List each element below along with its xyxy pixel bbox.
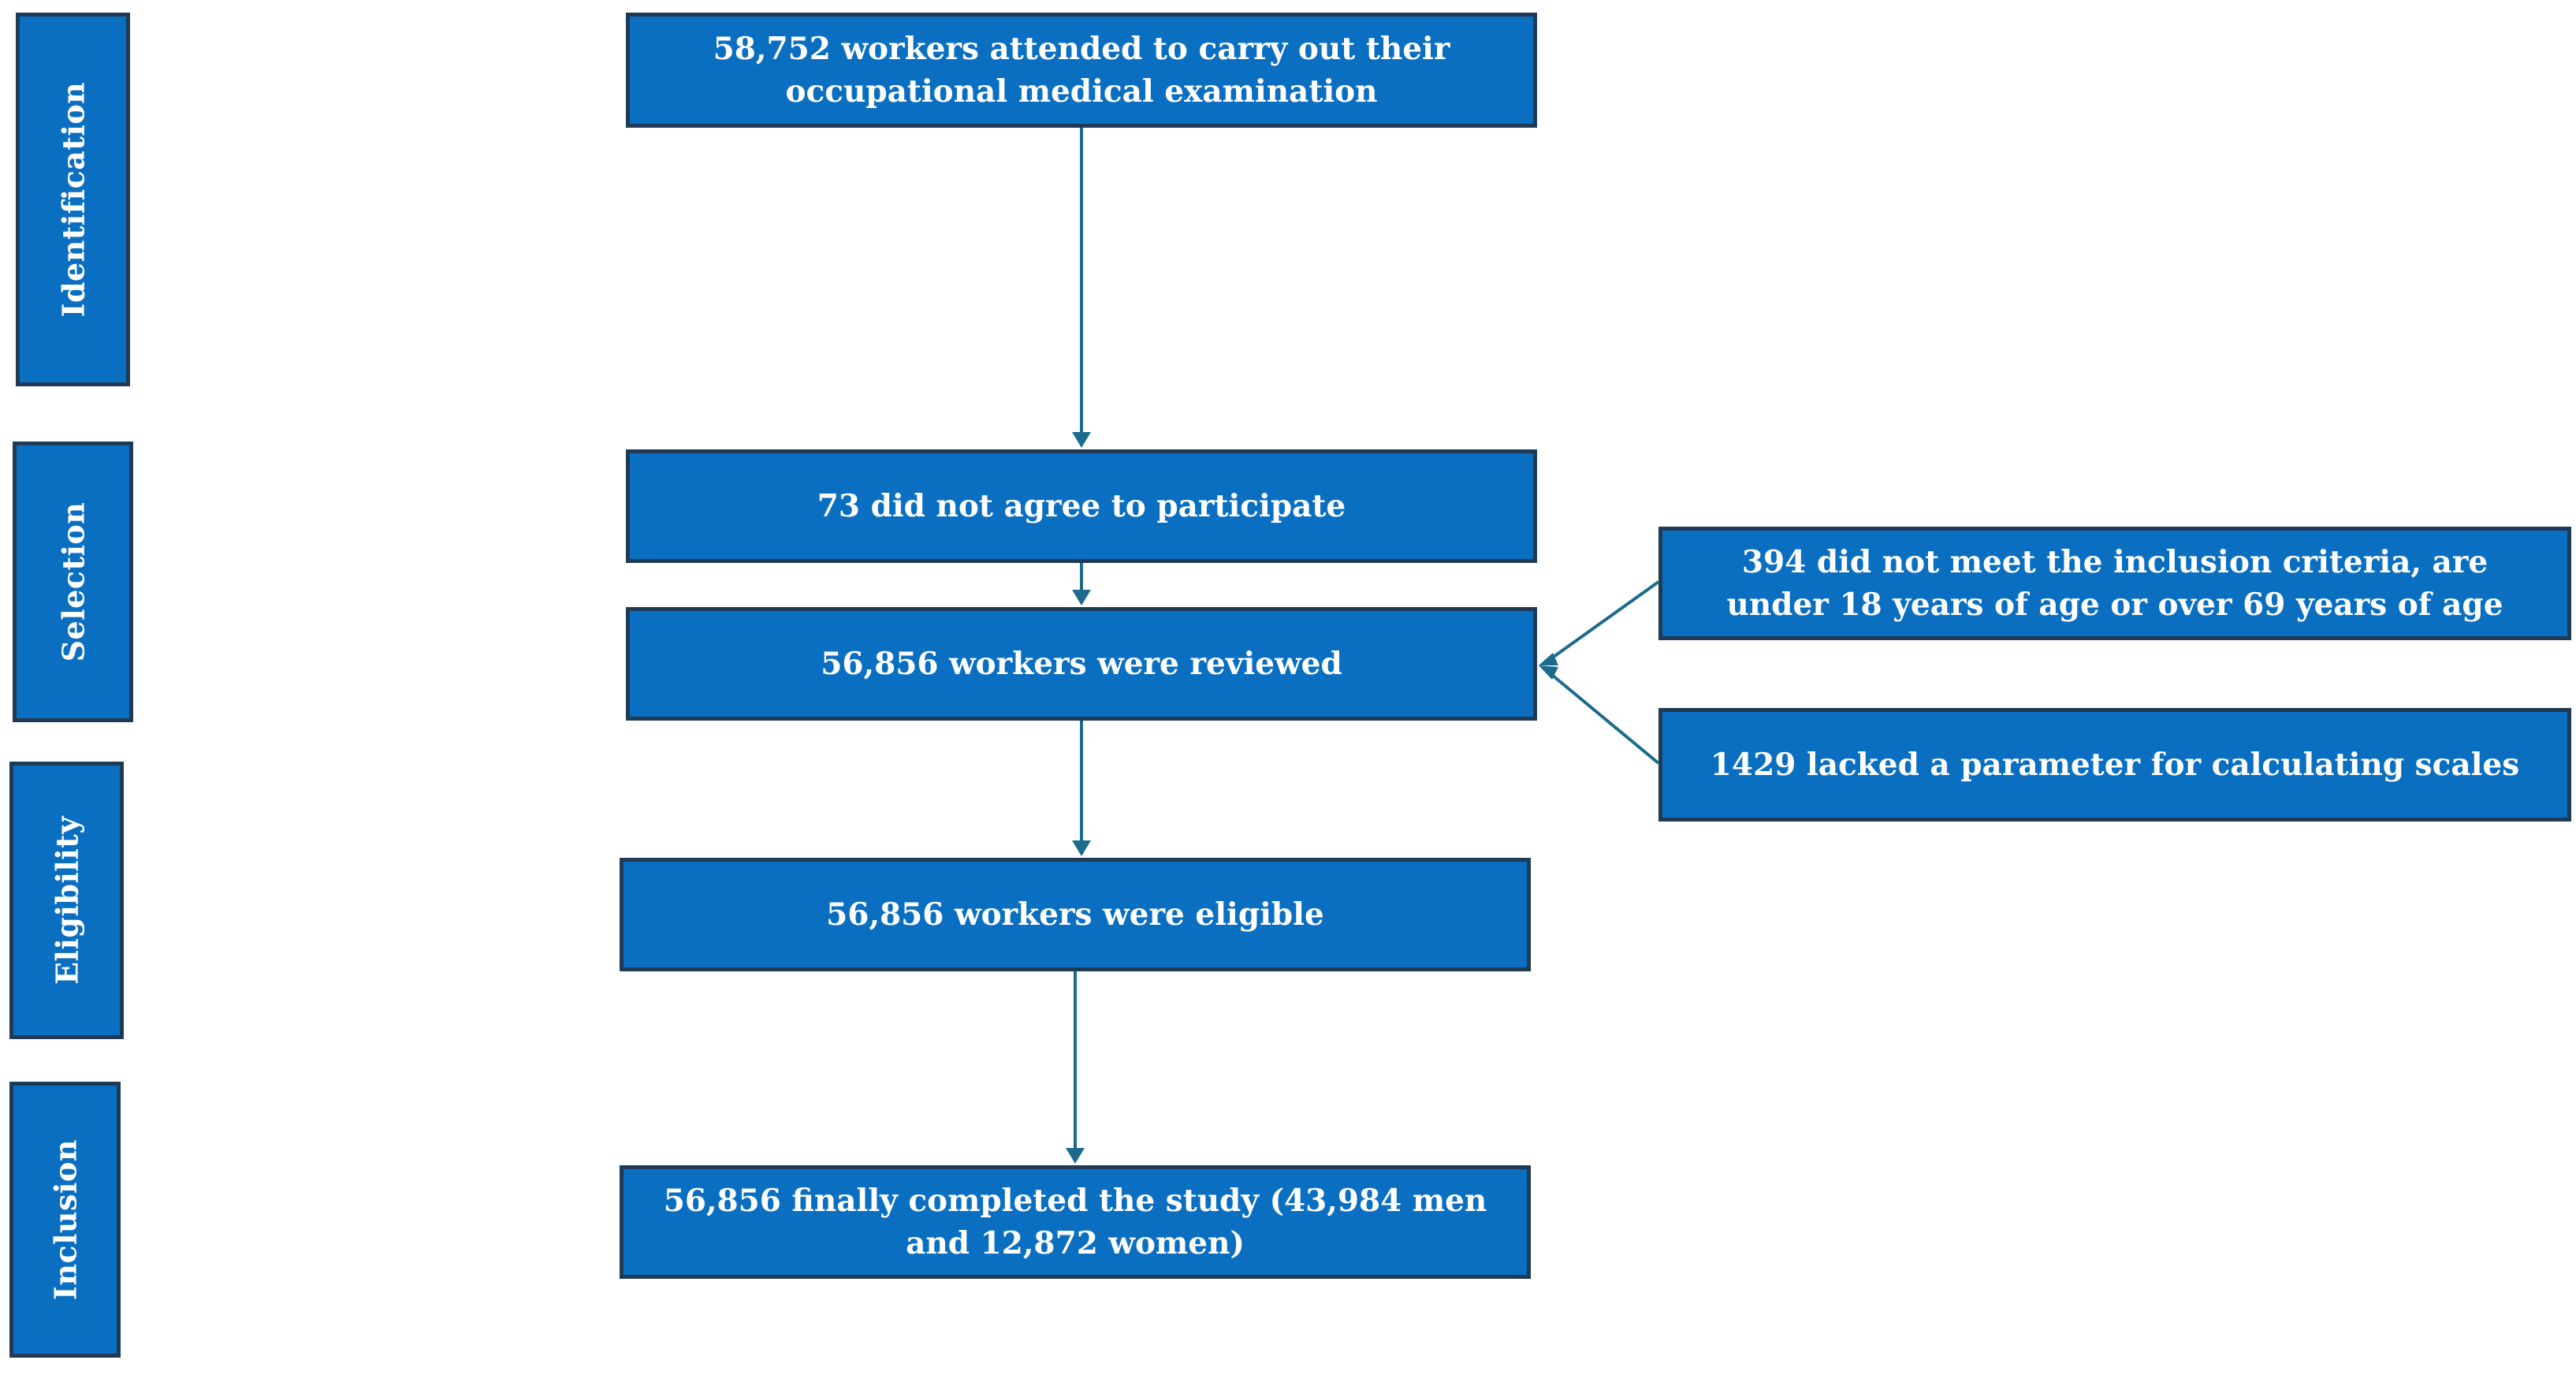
- arrowhead-eligible: [1072, 840, 1091, 856]
- phase-selection: Selection: [13, 442, 133, 722]
- box-excluded-age-criteria-text: 394 did not meet the inclusion criteria,…: [1726, 544, 2503, 623]
- phase-inclusion: Inclusion: [9, 1082, 121, 1358]
- box-workers-attended-text: 58,752 workers attended to carry out the…: [713, 31, 1450, 110]
- box-workers-attended: 58,752 workers attended to carry out the…: [626, 13, 1537, 128]
- phase-eligibility-label: Eligibility: [49, 816, 84, 985]
- box-completed-study: 56,856 finally completed the study (43,9…: [620, 1165, 1531, 1279]
- box-completed-study-text: 56,856 finally completed the study (43,9…: [663, 1183, 1487, 1261]
- box-did-not-agree-text: 73 did not agree to participate: [817, 488, 1346, 524]
- arrowhead-completed: [1066, 1148, 1085, 1164]
- arrow-lacked-parameter-to-reviewed: [1547, 670, 1660, 765]
- box-workers-eligible: 56,856 workers were eligible: [620, 858, 1531, 971]
- phase-inclusion-label: Inclusion: [47, 1139, 83, 1300]
- box-workers-reviewed: 56,856 workers were reviewed: [626, 607, 1537, 721]
- phase-selection-label: Selection: [55, 501, 91, 662]
- box-did-not-agree: 73 did not agree to participate: [626, 449, 1537, 563]
- arrowhead-lacked-parameter: [1539, 665, 1558, 680]
- box-lacked-parameter-text: 1429 lacked a parameter for calculating …: [1710, 747, 2520, 783]
- box-workers-eligible-text: 56,856 workers were eligible: [826, 896, 1324, 933]
- arrowhead-reviewed: [1072, 590, 1091, 606]
- box-excluded-age-criteria: 394 did not meet the inclusion criteria,…: [1658, 527, 2571, 640]
- phase-identification-label: Identification: [55, 81, 91, 318]
- box-lacked-parameter: 1429 lacked a parameter for calculating …: [1658, 708, 2571, 822]
- arrowhead-not-agree: [1072, 432, 1091, 448]
- phase-eligibility: Eligibility: [9, 762, 124, 1039]
- arrow-age-criteria-to-reviewed: [1547, 580, 1660, 662]
- box-workers-reviewed-text: 56,856 workers were reviewed: [821, 646, 1342, 682]
- arrowhead-age-criteria: [1539, 653, 1558, 665]
- phase-identification: Identification: [16, 13, 130, 386]
